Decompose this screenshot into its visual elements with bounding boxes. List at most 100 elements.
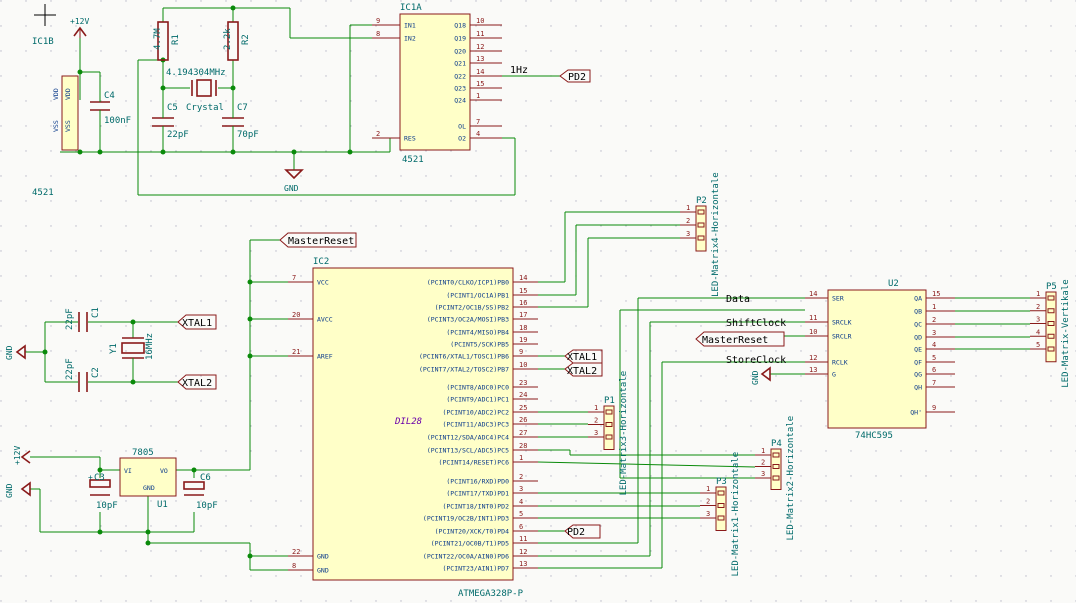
connector-contact [772, 464, 780, 469]
svg-text:R1: R1 [171, 34, 181, 45]
connector-value: LED-Matrix1-Horizontale [731, 452, 741, 577]
pin-name: QA [914, 295, 922, 303]
svg-text:70pF: 70pF [237, 130, 259, 140]
ic1b-ref: IC1B [32, 37, 54, 47]
connector-pin-number: 1 [1036, 290, 1040, 298]
connector-pin-number: 1 [686, 204, 690, 212]
pin-name: IN1 [404, 22, 416, 30]
pin-number: 25 [519, 404, 527, 412]
ground-symbol-top: GND [284, 169, 304, 193]
capacitor-c6: C6 10pF [183, 473, 218, 511]
pin-name: QE [914, 346, 922, 354]
connector-pin-number: 3 [686, 230, 690, 238]
pin-number: 14 [476, 68, 484, 76]
pin-number: 8 [292, 562, 296, 570]
pin-name: SRCLR [832, 333, 852, 341]
pin-number: 1 [519, 454, 523, 462]
shift-output-wires [955, 297, 1030, 350]
connector-value: LED-Matrix-Vertikale [1061, 279, 1071, 387]
pin-number: 2 [519, 473, 523, 481]
svg-text:100nF: 100nF [104, 116, 131, 126]
pin-name: RES [404, 135, 416, 143]
connector-pin-number: 2 [761, 459, 765, 467]
pin-number: 24 [519, 391, 527, 399]
connector-contact [605, 434, 613, 440]
connector-pin-number: 5 [1036, 341, 1040, 349]
flag-pd2-top: PD2 [559, 69, 591, 83]
pin-name: (PCINT19/OC2B/INT1)PD3 [423, 515, 509, 523]
connector-contact [1047, 321, 1055, 326]
connector-value: LED-Matrix3-Horizontale [619, 371, 629, 496]
capacitor-c7: C7 70pF [222, 103, 259, 140]
connector-contact [1047, 346, 1055, 352]
capacitor-c3: + C3 10pF [88, 473, 118, 511]
svg-text:GND: GND [751, 370, 760, 385]
flag-master-reset-right: MasterReset [695, 331, 785, 347]
pin-number: 16 [519, 299, 527, 307]
svg-text:+: + [88, 473, 93, 482]
svg-text:GND: GND [143, 484, 155, 492]
flag-pd2-bottom: PD2 [564, 524, 601, 539]
pin-name: (PCINT13/SCL/ADC5)PC5 [427, 447, 509, 455]
svg-text:XTAL2: XTAL2 [182, 378, 212, 389]
net-label-1hz: 1Hz [510, 65, 528, 76]
connector-contact [717, 515, 725, 521]
svg-text:U2: U2 [888, 279, 899, 289]
pin-name: Q24 [454, 97, 466, 105]
pin-number: 14 [809, 290, 817, 298]
capacitor-c1: 22pF C1 [65, 307, 101, 332]
pin-number: 15 [476, 80, 484, 88]
pin-name: (PCINT4/MISO)PB4 [446, 329, 509, 337]
pin-name: SER [832, 295, 844, 303]
connector-pin-number: 1 [761, 447, 765, 455]
pin-number: 11 [519, 535, 527, 543]
connector-body [715, 486, 727, 531]
pin-number: 18 [519, 324, 527, 332]
svg-text:4.7M: 4.7M [153, 28, 163, 50]
mcu-chip: IC2 DIL28 ATMEGA328P-P [312, 257, 524, 599]
svg-text:10pF: 10pF [96, 501, 118, 511]
connector-contact [717, 503, 725, 508]
pin-name: QH' [910, 409, 922, 417]
pin-number: 14 [519, 274, 527, 282]
pin-number: 2 [932, 316, 936, 324]
regulator-wires [30, 456, 250, 546]
pin-number: 15 [932, 290, 940, 298]
pin-number: 23 [519, 379, 527, 387]
ground-symbol-crystal: GND [5, 344, 26, 360]
pin-name: G [832, 371, 836, 379]
connector-pin-number: 3 [706, 510, 710, 518]
svg-text:C6: C6 [200, 473, 211, 483]
pin-number: 10 [476, 17, 484, 25]
pin-name: GND [317, 553, 329, 561]
svg-text:XTAL1: XTAL1 [567, 352, 597, 363]
svg-text:4521: 4521 [402, 155, 424, 165]
cursor-crosshair-icon [34, 4, 56, 26]
connector-contact [1047, 333, 1055, 339]
connector-contact [772, 475, 780, 481]
connector-pin-number: 4 [1036, 328, 1040, 336]
pin-number: 28 [519, 442, 527, 450]
flag-xtal2-right: XTAL2 [564, 362, 603, 377]
connector-contact [605, 409, 613, 415]
connector-pin-number: 2 [686, 217, 690, 225]
svg-text:Y1: Y1 [109, 343, 119, 354]
pin-number: 7 [476, 118, 480, 126]
pin-name: QC [914, 321, 922, 329]
pin-name: Q18 [454, 22, 466, 30]
connector-pin-number: 3 [594, 429, 598, 437]
pin-number: 26 [519, 416, 527, 424]
pin-number: 1 [476, 92, 480, 100]
connector-contact [697, 235, 705, 241]
pin-name: (PCINT8/ADC0)PC0 [446, 384, 509, 392]
svg-text:22pF: 22pF [65, 358, 75, 380]
svg-text:GND: GND [5, 345, 14, 360]
pin-number: 7 [932, 379, 936, 387]
svg-text:2.2k: 2.2k [223, 28, 233, 50]
ic1a-chip: IC1A 4521 [399, 3, 471, 165]
